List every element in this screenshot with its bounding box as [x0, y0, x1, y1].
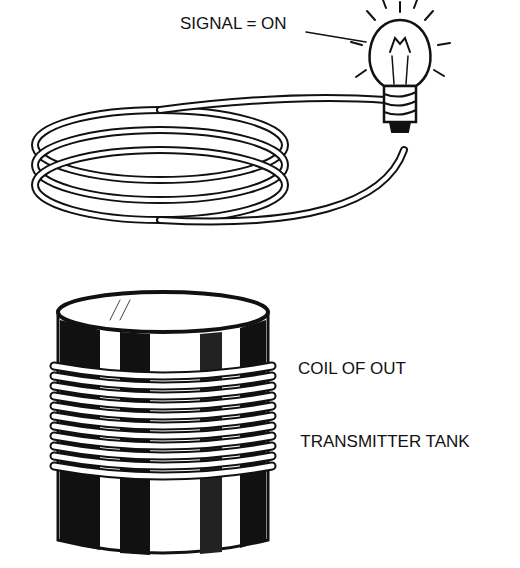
transmitter-tank [54, 292, 272, 555]
winding-turn [54, 386, 272, 396]
winding-turn [54, 366, 272, 376]
winding-turn [54, 456, 272, 466]
coil-label: COIL OF OUT [298, 357, 438, 381]
winding-turn [54, 396, 272, 406]
winding-turn [54, 436, 272, 446]
signal-label: SIGNAL = ON [180, 12, 320, 36]
tank-label: TRANSMITTER TANK [300, 430, 470, 454]
winding-turn [54, 386, 272, 396]
pickup-coil [35, 98, 404, 221]
winding-turn [54, 406, 272, 416]
lamp [351, 0, 450, 132]
winding-turn [54, 366, 272, 376]
winding-turn [54, 406, 272, 416]
winding-turn [54, 466, 272, 476]
winding-turn [54, 446, 272, 456]
winding-turn [54, 466, 272, 476]
winding-turn [54, 436, 272, 446]
winding-turn [54, 446, 272, 456]
winding-turn [54, 456, 272, 466]
winding-turn [54, 416, 272, 426]
winding-turn [54, 416, 272, 426]
winding-turn [54, 376, 272, 386]
winding-turn [54, 376, 272, 386]
winding-turn [54, 396, 272, 406]
leader-line [306, 32, 366, 42]
winding-turn [54, 426, 272, 436]
winding-turn [54, 426, 272, 436]
